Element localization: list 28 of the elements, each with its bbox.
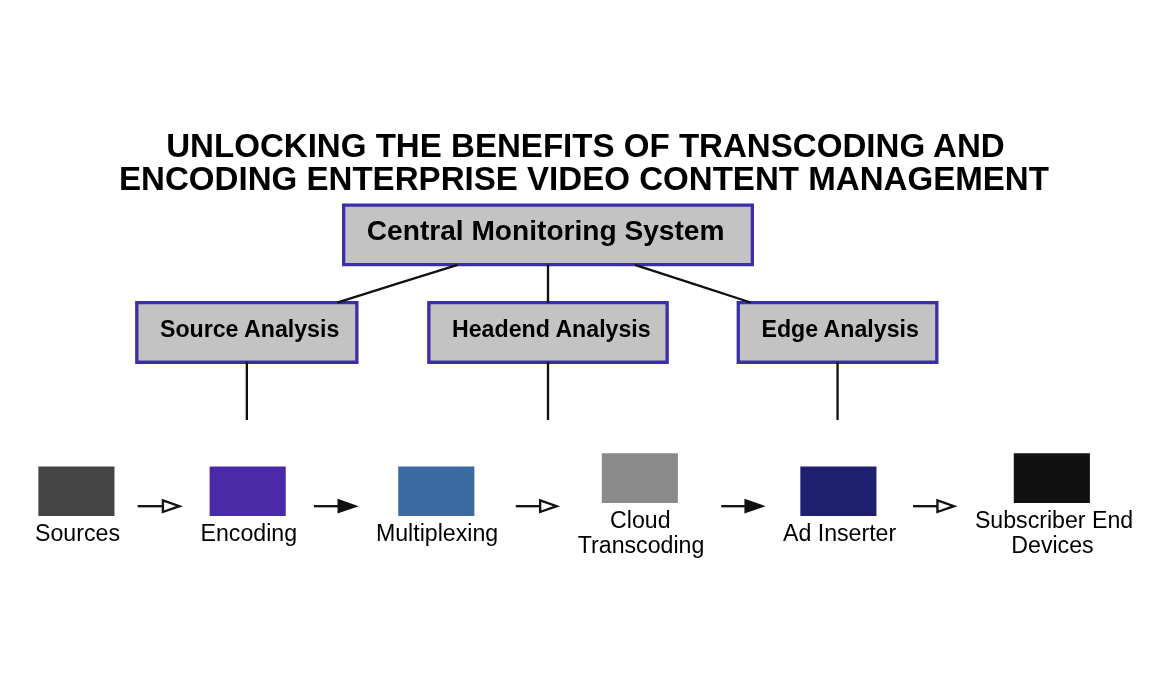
arrow	[721, 498, 766, 514]
diagram-title: UNLOCKING THE BENEFITS OF TRANSCODING AND ENCODING ENTERPRISE VIDEO CONTENT MANAGEMENT	[119, 126, 1049, 197]
connector	[546, 361, 550, 420]
node-box	[601, 452, 678, 503]
arrow	[913, 498, 958, 514]
node-box	[398, 466, 475, 516]
node-box	[209, 466, 286, 516]
node-box: Central Monitoring System	[342, 202, 754, 266]
node-box	[1013, 452, 1090, 503]
node-box	[800, 466, 877, 516]
connector	[245, 361, 248, 420]
node-box: Source Analysis	[135, 300, 359, 364]
node-box: Headend Analysis	[427, 300, 669, 364]
connector	[336, 263, 458, 304]
arrow	[313, 498, 359, 514]
node-label: Encoding	[200, 519, 298, 546]
connector	[634, 263, 752, 304]
connector	[546, 264, 550, 302]
arrow	[137, 498, 183, 514]
node-label: Subscriber End Devices	[974, 506, 1134, 558]
node-label: Multiplexing	[375, 519, 499, 546]
node-label: Cloud Transcoding	[577, 506, 705, 558]
node-box	[38, 466, 115, 516]
node-label: Ad Inserter	[782, 519, 897, 546]
connector	[836, 361, 839, 420]
node-label: Sources	[35, 519, 120, 546]
arrow	[515, 498, 561, 514]
node-box: Edge Analysis	[736, 300, 939, 364]
